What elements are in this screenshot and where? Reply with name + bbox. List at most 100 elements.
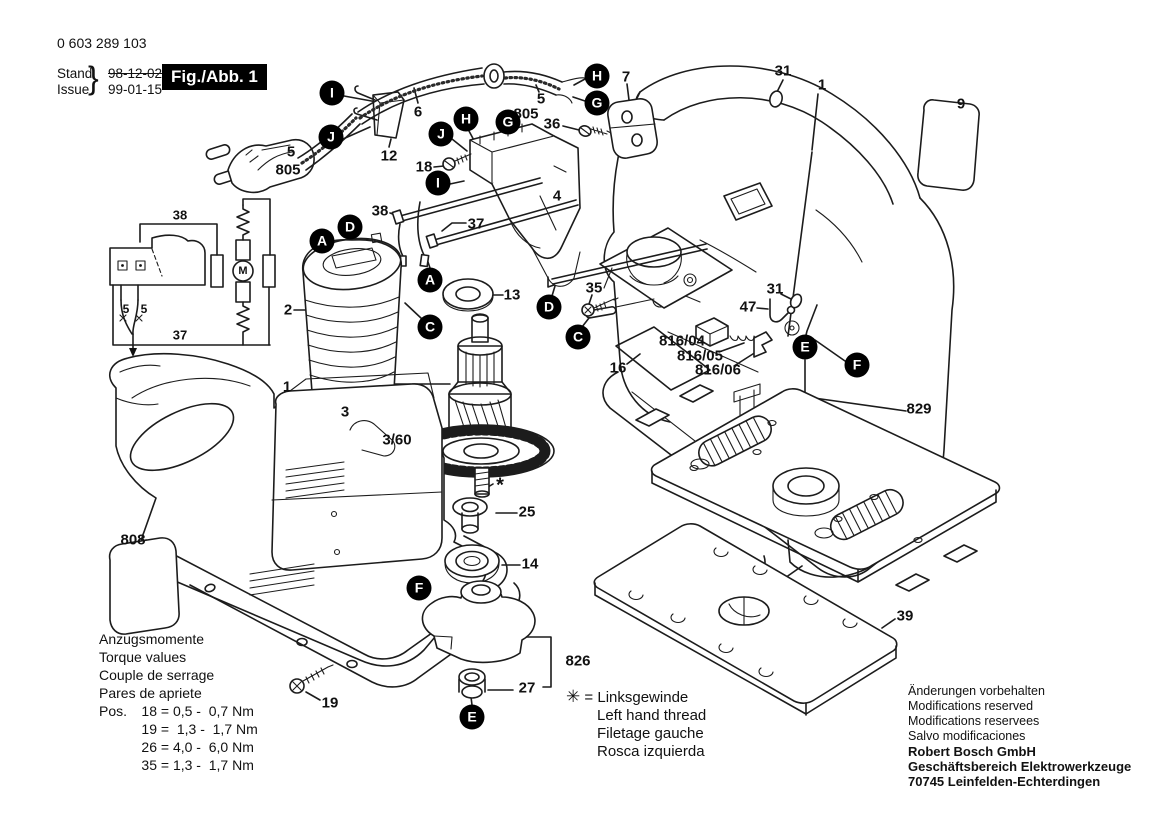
callout-bearing-14: 14: [521, 555, 539, 573]
torque-value: = 1,3 - 1,7 Nm: [160, 757, 254, 773]
issue-date: 99-01-15: [108, 82, 163, 97]
callout-label-9: 9: [956, 95, 966, 113]
callout-rod-37: 37: [467, 215, 485, 233]
callout-screw-35: 35: [585, 279, 603, 297]
callout-label-808: 808: [120, 531, 146, 549]
marker-G-terminal: G: [495, 109, 521, 135]
marker-D-coil: D: [337, 214, 363, 240]
cable-sleeves: [358, 64, 586, 124]
thread-en: Left hand thread: [597, 707, 707, 724]
callout-pin-47: 47: [739, 298, 757, 316]
marker-E-housing: E: [792, 334, 818, 360]
callout-oring-31-top: 31: [774, 62, 792, 80]
torque-title-es: Pares de apriete: [99, 685, 202, 701]
equals-sign: =: [584, 689, 594, 706]
marker-I-capacitor: I: [319, 80, 345, 106]
callout-washer-25: 25: [518, 503, 536, 521]
asterisk-icon: ✳: [566, 687, 581, 706]
callout-screw-36: 36: [543, 115, 561, 133]
switch-and-brushes: [548, 228, 803, 390]
callout-brush-816-05: 816/05: [677, 347, 723, 365]
callout-bearing-13: 13: [503, 286, 521, 304]
callout-plug-805: 805: [275, 161, 301, 179]
thread-legend: ✳ = Linksgewinde Left hand thread Fileta…: [566, 688, 706, 761]
callout-housing-1: 1: [817, 76, 827, 94]
callout-screw-19: 19: [321, 694, 339, 712]
thread-es: Rosca izquierda: [597, 743, 705, 760]
torque-title-de: Anzugsmomente: [99, 631, 205, 647]
marker-C-rod: C: [565, 324, 591, 350]
callout-oring-31-mid: 31: [766, 280, 784, 298]
footer-block: Änderungen vorbehalten Modifications res…: [908, 684, 1131, 789]
torque-title-fr: Couple de serrage: [99, 667, 215, 683]
callout-brush-816-06: 816/06: [695, 361, 741, 379]
callout-schematic-5a: 5: [122, 302, 130, 316]
marker-A-coil: A: [309, 228, 335, 254]
torque-value: = 1,3 - 1,7 Nm: [160, 721, 258, 737]
drive-parts: [422, 498, 534, 698]
marker-G-wire: G: [584, 90, 610, 116]
base-plate: [636, 385, 1000, 591]
callout-coil-2: 2: [283, 301, 293, 319]
callout-rod-38: 38: [371, 202, 389, 220]
callout-bushing-27: 27: [518, 679, 536, 697]
marker-D-rod: D: [536, 294, 562, 320]
callout-plug-5: 5: [286, 143, 296, 161]
note-fr: Modifications reservees: [908, 714, 1040, 728]
torque-pos: 35: [141, 757, 157, 773]
torque-value: = 0,5 - 0,7 Nm: [160, 703, 254, 719]
callout-switch-16: 16: [609, 359, 627, 377]
callout-left-thread-star: *: [496, 474, 504, 497]
torque-row: 35 = 1,3 - 1,7 Nm: [135, 756, 258, 774]
marker-H-wire: H: [584, 63, 610, 89]
company-division: Geschäftsbereich Elektrowerkzeuge: [908, 759, 1132, 774]
callout-capacitor-12: 12: [380, 147, 398, 165]
marker-A-wire: A: [417, 267, 443, 293]
torque-value: = 4,0 - 6,0 Nm: [160, 739, 254, 755]
marker-J-capacitor: J: [318, 124, 344, 150]
callout-screw-18: 18: [415, 158, 433, 176]
stand-label: Stand: [57, 66, 93, 81]
figure-label: Fig./Abb. 1: [162, 64, 267, 90]
sanding-sheet: [594, 524, 897, 715]
callout-schematic-38: 38: [172, 207, 188, 223]
switch-handle: [470, 124, 580, 286]
callout-schematic-5b: 5: [140, 302, 148, 316]
marker-F-housing: F: [844, 352, 870, 378]
torque-pos: 18: [141, 703, 157, 719]
cord-clamp: [578, 90, 784, 158]
callout-schematic-37: 37: [172, 327, 188, 343]
thread-legend-line1: ✳ = Linksgewinde: [566, 688, 706, 707]
callout-cable2-5: 5: [536, 90, 546, 108]
thread-de: Linksgewinde: [597, 689, 689, 706]
torque-row: 19 = 1,3 - 1,7 Nm: [135, 720, 258, 738]
stand-issue-labels: Stand Issue: [57, 66, 92, 98]
stand-issue-dates: 98-12-02 99-01-15: [108, 66, 162, 98]
callout-plate-829: 829: [906, 400, 932, 418]
torque-table: Anzugsmomente Torque values Couple de se…: [99, 630, 258, 774]
brace-glyph: }: [88, 60, 99, 96]
sticker-808: [110, 538, 179, 634]
issue-label: Issue: [57, 82, 90, 97]
company-name: Robert Bosch GmbH: [908, 744, 1036, 759]
screws: [290, 154, 471, 693]
torque-pos: 26: [141, 739, 157, 755]
callout-schematic-motor: M: [238, 265, 248, 277]
torque-row: 26 = 4,0 - 6,0 Nm: [135, 738, 258, 756]
bearing-13: [443, 279, 493, 311]
callout-brush-816-04: 816/04: [659, 332, 705, 350]
thread-fr: Filetage gauche: [597, 725, 704, 742]
callout-bracket-826: 826: [565, 652, 591, 670]
torque-pos-label: Pos.: [99, 703, 128, 719]
marker-E-bushing: E: [459, 704, 485, 730]
marker-C-coil: C: [417, 314, 443, 340]
document-part-number: 0 603 289 103: [57, 35, 147, 51]
sticker-9: [918, 100, 979, 190]
stand-date: 98-12-02: [108, 66, 163, 81]
callout-sheet-39: 39: [896, 607, 914, 625]
callout-handle-4: 4: [552, 187, 562, 205]
wiring-schematic: [110, 199, 275, 363]
marker-F-body: F: [406, 575, 432, 601]
torque-row: Pos. 18 = 0,5 - 0,7 Nm: [99, 702, 258, 720]
